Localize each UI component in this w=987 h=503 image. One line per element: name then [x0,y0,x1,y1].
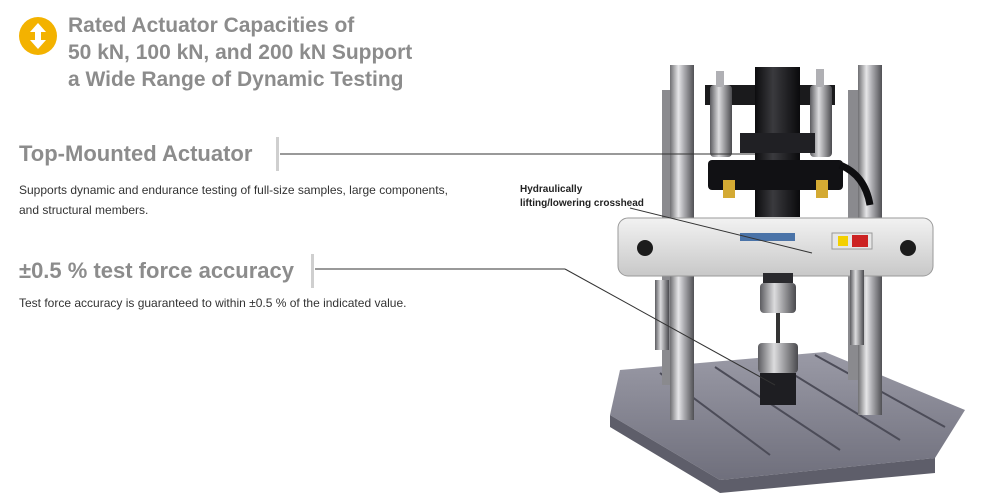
title-line: a Wide Range of Dynamic Testing [68,68,404,91]
description-line: Test force accuracy is guaranteed to wit… [19,296,407,310]
heading-divider [311,254,314,288]
title-line: 50 kN, 100 kN, and 200 kN Support [68,41,413,64]
callout-line: Hydraulically [520,184,583,195]
title-line: Rated Actuator Capacities of [68,14,355,37]
crosshead-callout: Hydraulically lifting/lowering crosshead [520,183,644,211]
description-line: and structural members. [19,203,149,217]
feature-heading-accuracy: ±0.5 % test force accuracy [19,258,294,283]
page-title: Rated Actuator Capacities of 50 kN, 100 … [68,12,488,93]
up-down-arrow-icon [19,17,57,55]
testing-machine-illustration [610,65,965,493]
callout-line: lifting/lowering crosshead [520,198,644,209]
feature-heading-top-mounted-actuator: Top-Mounted Actuator [19,141,253,166]
heading-divider [276,137,279,171]
feature-description: Supports dynamic and endurance testing o… [19,180,448,220]
feature-description: Test force accuracy is guaranteed to wit… [19,293,406,313]
description-line: Supports dynamic and endurance testing o… [19,183,448,197]
